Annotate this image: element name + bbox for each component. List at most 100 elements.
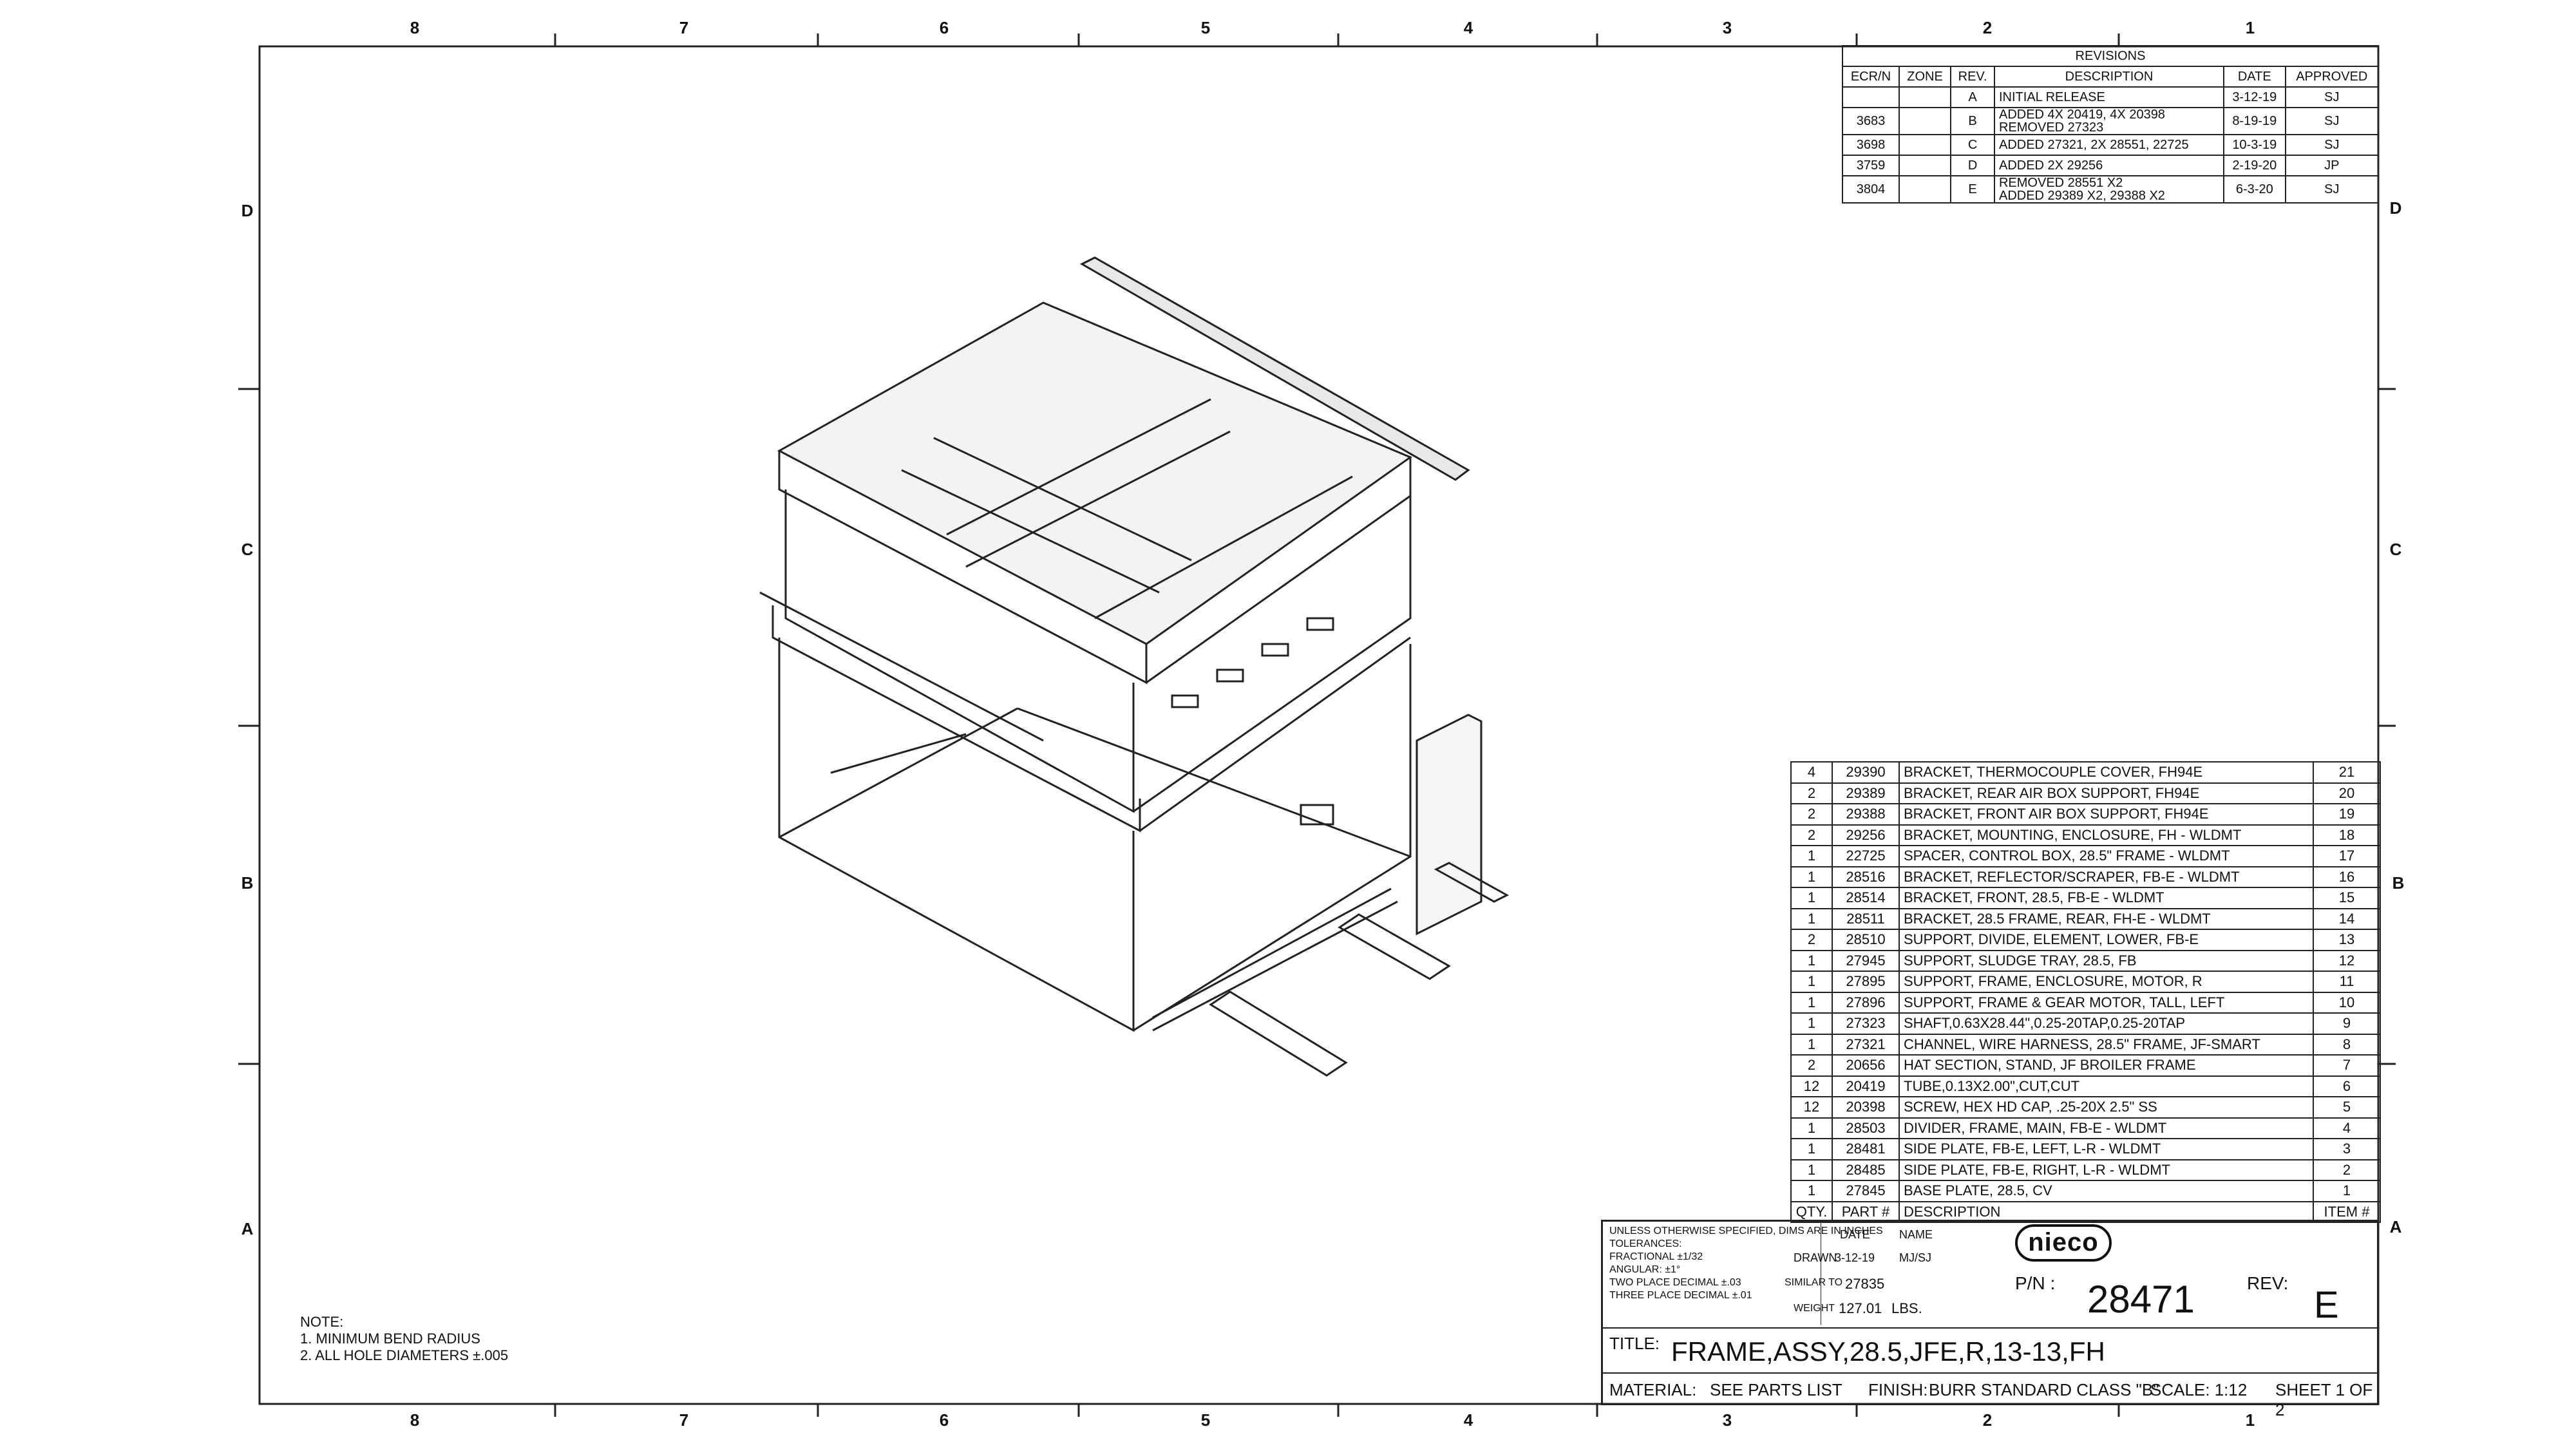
weight-label: WEIGHT	[1794, 1303, 1835, 1314]
rev-label: REV:	[2247, 1273, 2289, 1293]
bom-description: SIDE PLATE, FB-E, RIGHT, L-R - WLDMT	[1899, 1159, 2314, 1181]
bom-description: BRACKET, 28.5 FRAME, REAR, FH-E - WLDMT	[1899, 907, 2314, 930]
bom-description: CHANNEL, WIRE HARNESS, 28.5" FRAME, JF-S…	[1899, 1033, 2314, 1056]
bom-qty: 1	[1790, 1117, 1833, 1139]
bom-item-number: 5	[2313, 1096, 2381, 1119]
bom-item-number: 1	[2313, 1180, 2381, 1202]
bom-part-number: 20656	[1832, 1054, 1900, 1077]
bom-qty: 1	[1790, 991, 1833, 1014]
revision-description: ADDED 2X 29256	[1993, 155, 2224, 176]
revision-ecrn: 3759	[1842, 155, 1900, 176]
fractional-tolerance: FRACTIONAL ±1/32	[1609, 1251, 1703, 1262]
bom-qty: 1	[1790, 971, 1833, 993]
revision-letter: D	[1950, 155, 1995, 176]
bom-part-number: 27896	[1832, 991, 1900, 1014]
bom-item-number: 20	[2313, 782, 2381, 804]
bom-item-number: 6	[2313, 1075, 2381, 1097]
rev-col-header: DESCRIPTION	[1993, 66, 2224, 88]
bom-item-number: 4	[2313, 1117, 2381, 1139]
bom-description: SCREW, HEX HD CAP, .25-20X 2.5" SS	[1899, 1096, 2314, 1119]
bom-part-number: 28485	[1832, 1159, 1900, 1181]
bom-qty: 1	[1790, 845, 1833, 867]
bom-qty: 2	[1790, 824, 1833, 846]
finish-value: BURR STANDARD CLASS "B"	[1929, 1380, 2159, 1399]
bom-part-number: 27323	[1832, 1012, 1900, 1035]
bom-description: BRACKET, FRONT AIR BOX SUPPORT, FH94E	[1899, 803, 2314, 826]
zone-col-2-bottom: 2	[1982, 1410, 1993, 1430]
material-label: MATERIAL:	[1609, 1380, 1697, 1399]
revision-ecrn	[1842, 86, 1900, 108]
zone-row-a-right: A	[2389, 1217, 2402, 1236]
bom-item-number: 18	[2313, 824, 2381, 846]
angular-tolerance: ANGULAR: ±1°	[1609, 1264, 1681, 1275]
bom-part-number: 29390	[1832, 761, 1900, 784]
zone-col-2-top: 2	[1982, 18, 1993, 37]
revision-description-line: ADDED 27321, 2X 28551, 22725	[1998, 138, 2189, 152]
revision-description: INITIAL RELEASE	[1993, 86, 2224, 108]
revision-zone	[1898, 155, 1952, 176]
bom-item-number: 10	[2313, 991, 2381, 1014]
rev-col-header: DATE	[2222, 66, 2286, 88]
zone-col-7-bottom: 7	[679, 1410, 689, 1430]
bom-qty: 1	[1790, 949, 1833, 972]
bom-qty: 2	[1790, 782, 1833, 804]
rev-col-header: REV.	[1950, 66, 1995, 88]
bom-part-number: 28511	[1832, 907, 1900, 930]
bom-part-number: 28514	[1832, 887, 1900, 909]
bom-item-number: 16	[2313, 866, 2381, 888]
weight-value: 127.01	[1839, 1300, 1882, 1316]
revision-date: 8-19-19	[2222, 107, 2286, 135]
scale: SCALE: 1:12	[2150, 1380, 2248, 1399]
bom-part-number: 27321	[1832, 1033, 1900, 1056]
bom-description: SHAFT,0.63X28.44",0.25-20TAP,0.25-20TAP	[1899, 1012, 2314, 1035]
bom-part-number: 28481	[1832, 1138, 1900, 1160]
bom-description: BRACKET, REFLECTOR/SCRAPER, FB-E - WLDMT	[1899, 866, 2314, 888]
name-header: NAME	[1899, 1228, 1933, 1241]
revision-approved: JP	[2284, 155, 2380, 176]
revision-description-line: REMOVED 27323	[1998, 120, 2104, 135]
revision-ecrn: 3804	[1842, 175, 1900, 204]
bom-qty: 1	[1790, 1012, 1833, 1035]
bom-item-number: 11	[2313, 971, 2381, 993]
zone-col-5-bottom: 5	[1200, 1410, 1211, 1430]
bom-description: SIDE PLATE, FB-E, LEFT, L-R - WLDMT	[1899, 1138, 2314, 1160]
zone-row-c-left: C	[241, 540, 254, 559]
tolerance-note: UNLESS OTHERWISE SPECIFIED, DIMS ARE IN …	[1609, 1226, 1883, 1236]
revision-description-line: ADDED 2X 29256	[1998, 158, 2103, 173]
bom-part-number: 27895	[1832, 971, 1900, 993]
zone-col-4-top: 4	[1463, 18, 1473, 37]
rev-col-header: APPROVED	[2284, 66, 2380, 88]
finish-label: FINISH:	[1868, 1380, 1928, 1399]
bom-description: BRACKET, MOUNTING, ENCLOSURE, FH - WLDMT	[1899, 824, 2314, 846]
zone-row-d-right: D	[2389, 198, 2402, 218]
revision-description-line: ADDED 4X 20419, 4X 20398	[1998, 108, 2165, 122]
bom-qty: 1	[1790, 866, 1833, 888]
bom-qty: 2	[1790, 1054, 1833, 1077]
date-header: DATE	[1840, 1228, 1870, 1241]
bom-col-qty: QTY.	[1790, 1200, 1833, 1223]
zone-col-7-top: 7	[679, 18, 689, 37]
assembly-isometric-view	[759, 256, 1510, 1077]
revision-date: 3-12-19	[2222, 86, 2286, 108]
bom-part-number: 20419	[1832, 1075, 1900, 1097]
revision-zone	[1898, 134, 1952, 156]
bom-qty: 12	[1790, 1075, 1833, 1097]
title-block: UNLESS OTHERWISE SPECIFIED, DIMS ARE IN …	[1601, 1220, 2379, 1419]
sheet-number: SHEET 1 OF 2	[2275, 1380, 2373, 1419]
revision-letter: B	[1950, 107, 1995, 135]
zone-row-d-left: D	[241, 201, 254, 220]
revision-approved: SJ	[2284, 107, 2380, 135]
